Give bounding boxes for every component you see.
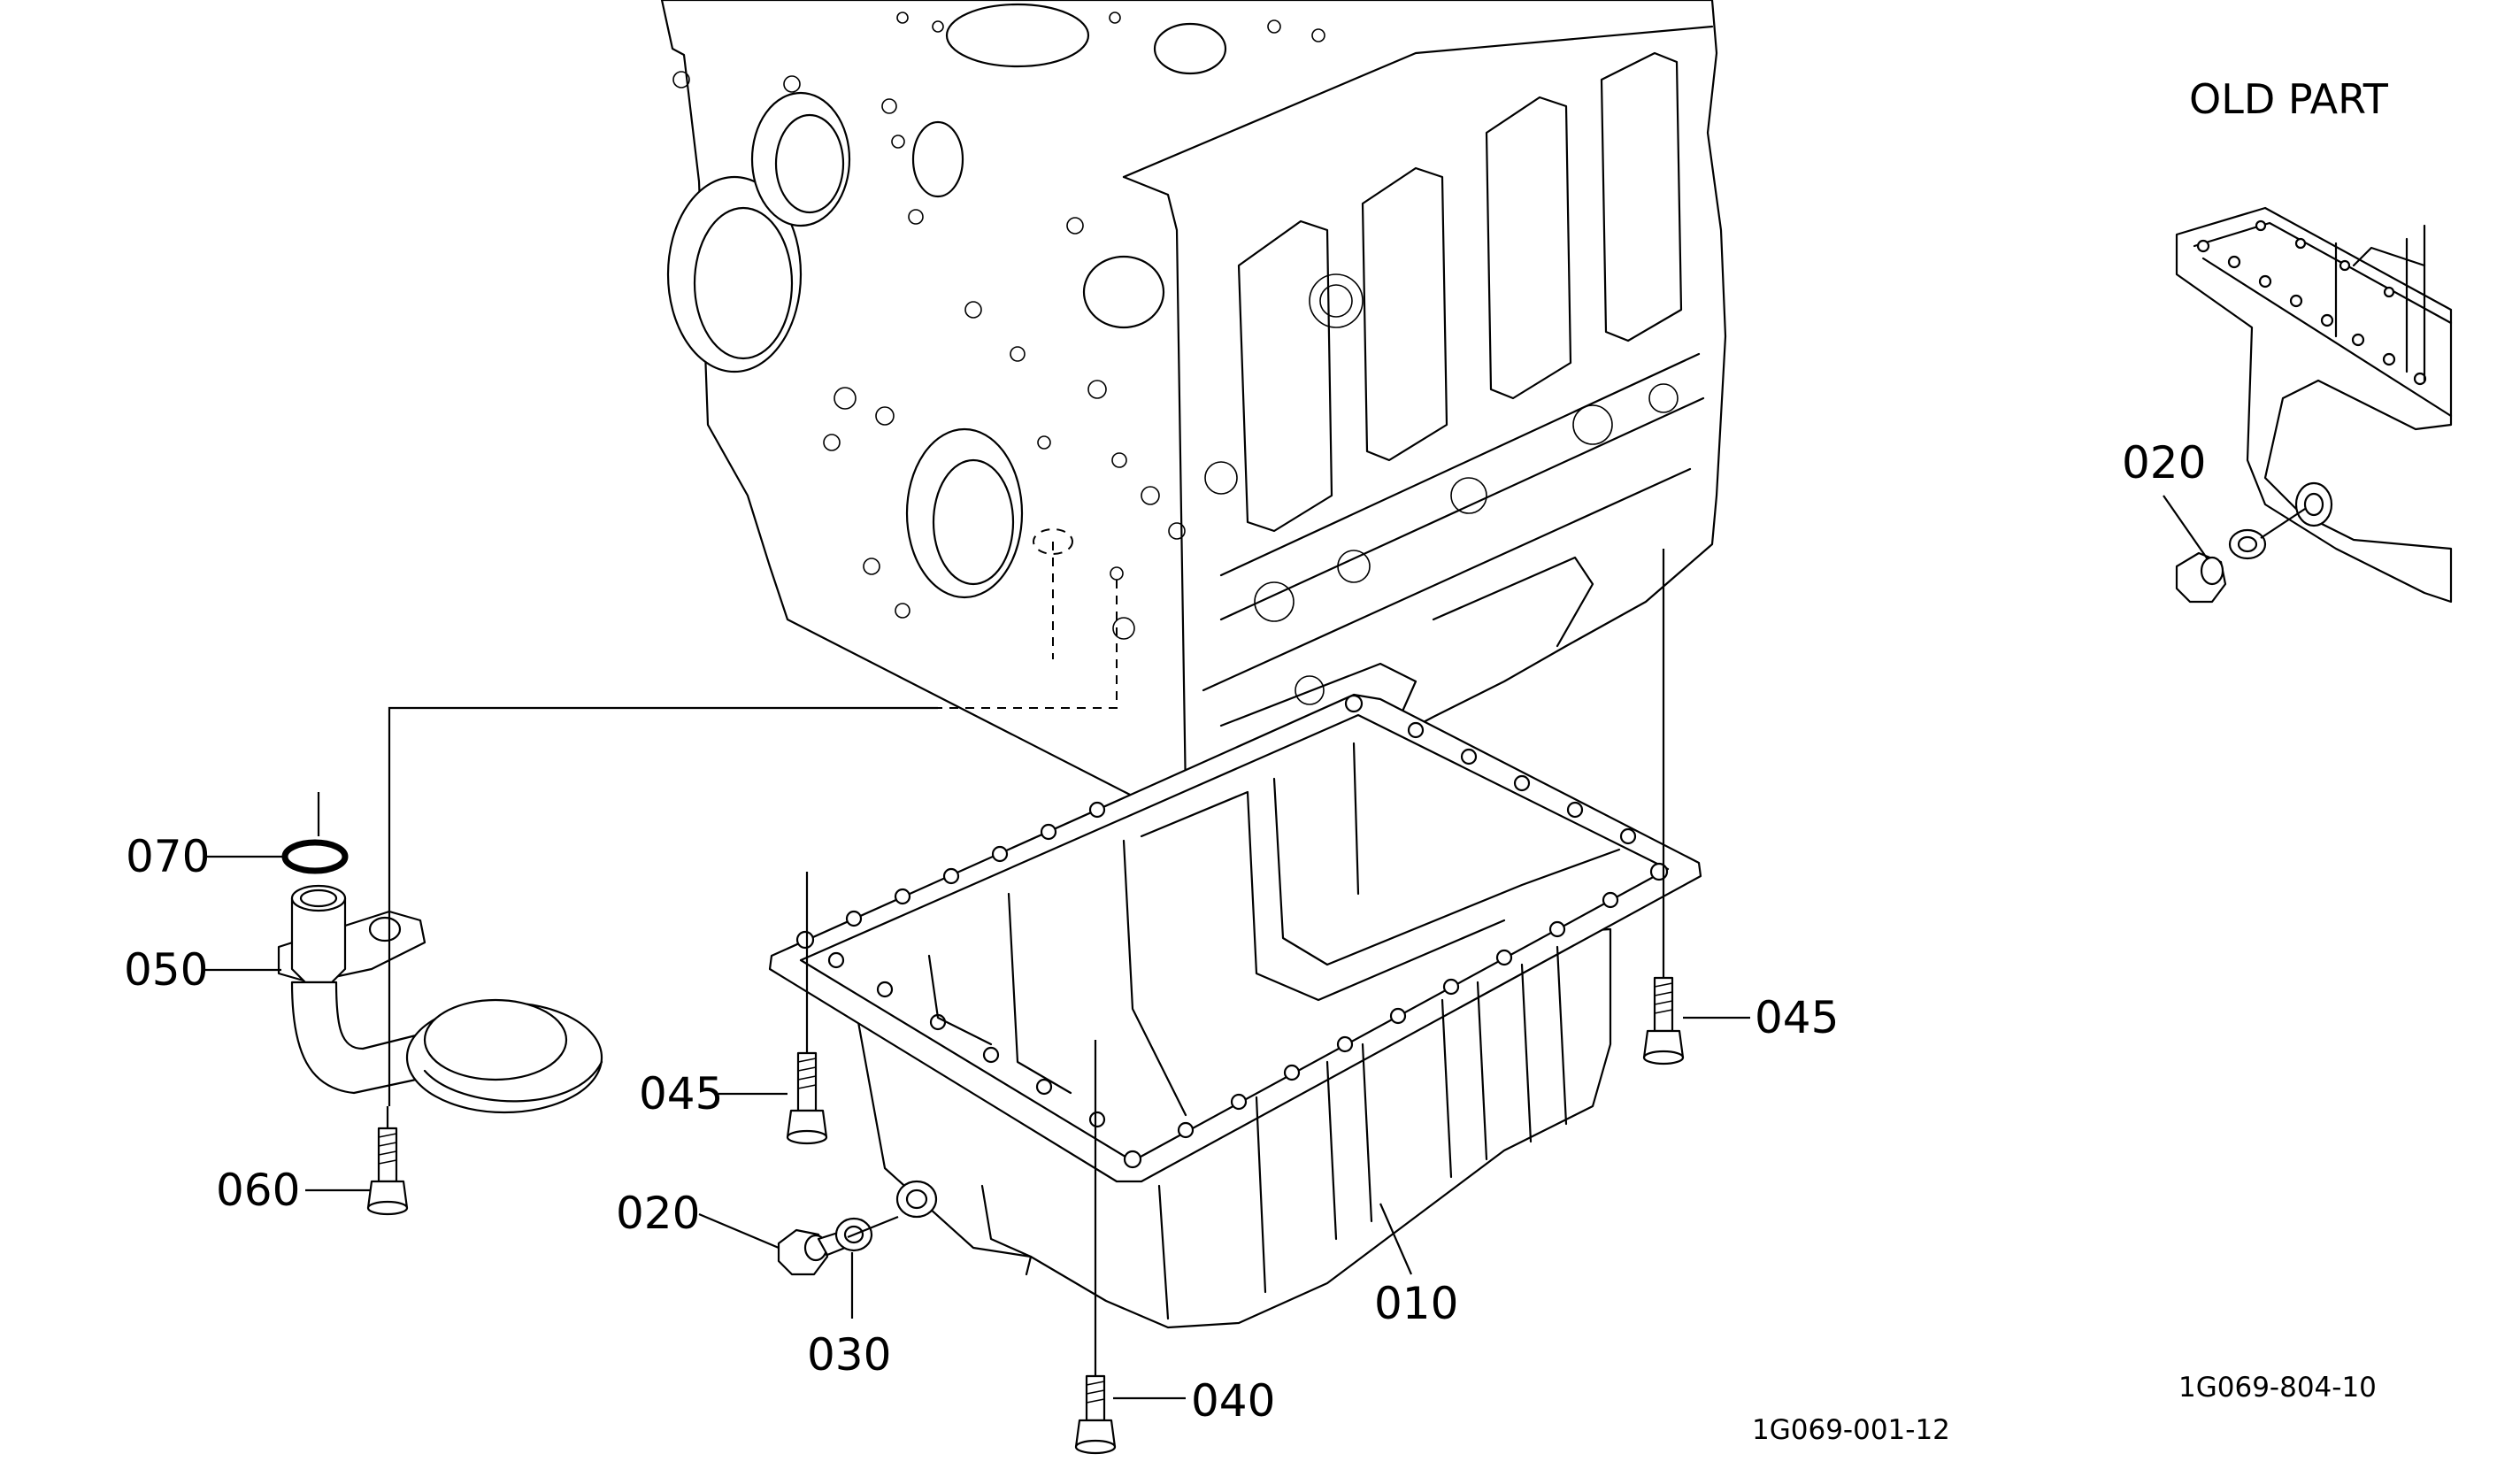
callout-045-left: 045 (639, 1068, 723, 1119)
o-ring (281, 839, 349, 874)
engine-block (660, 0, 1727, 816)
callout-070: 070 (126, 831, 210, 882)
callout-020: 020 (616, 1188, 700, 1239)
callout-060: 060 (216, 1165, 300, 1216)
old-part-inset (2163, 206, 2453, 604)
callout-040: 040 (1191, 1375, 1275, 1427)
oil-strainer (277, 884, 603, 1114)
bolt-060 (366, 1127, 409, 1216)
drain-plug (777, 1228, 847, 1276)
callout-050: 050 (124, 944, 208, 996)
drawing-code-main: 1G069-001-12 (1752, 1414, 1950, 1446)
oil-pan (768, 693, 1702, 1329)
inset-title: OLD PART (2189, 75, 2389, 123)
callout-030: 030 (807, 1329, 891, 1381)
bolt-045-left (786, 1051, 828, 1145)
drawing-code-inset: 1G069-804-10 (2178, 1372, 2377, 1404)
bolt-045-right (1642, 976, 1685, 1065)
callout-045-right: 045 (1755, 992, 1839, 1043)
callout-020-inset: 020 (2122, 437, 2206, 488)
callout-010: 010 (1374, 1278, 1458, 1329)
bolt-040 (1074, 1374, 1117, 1455)
